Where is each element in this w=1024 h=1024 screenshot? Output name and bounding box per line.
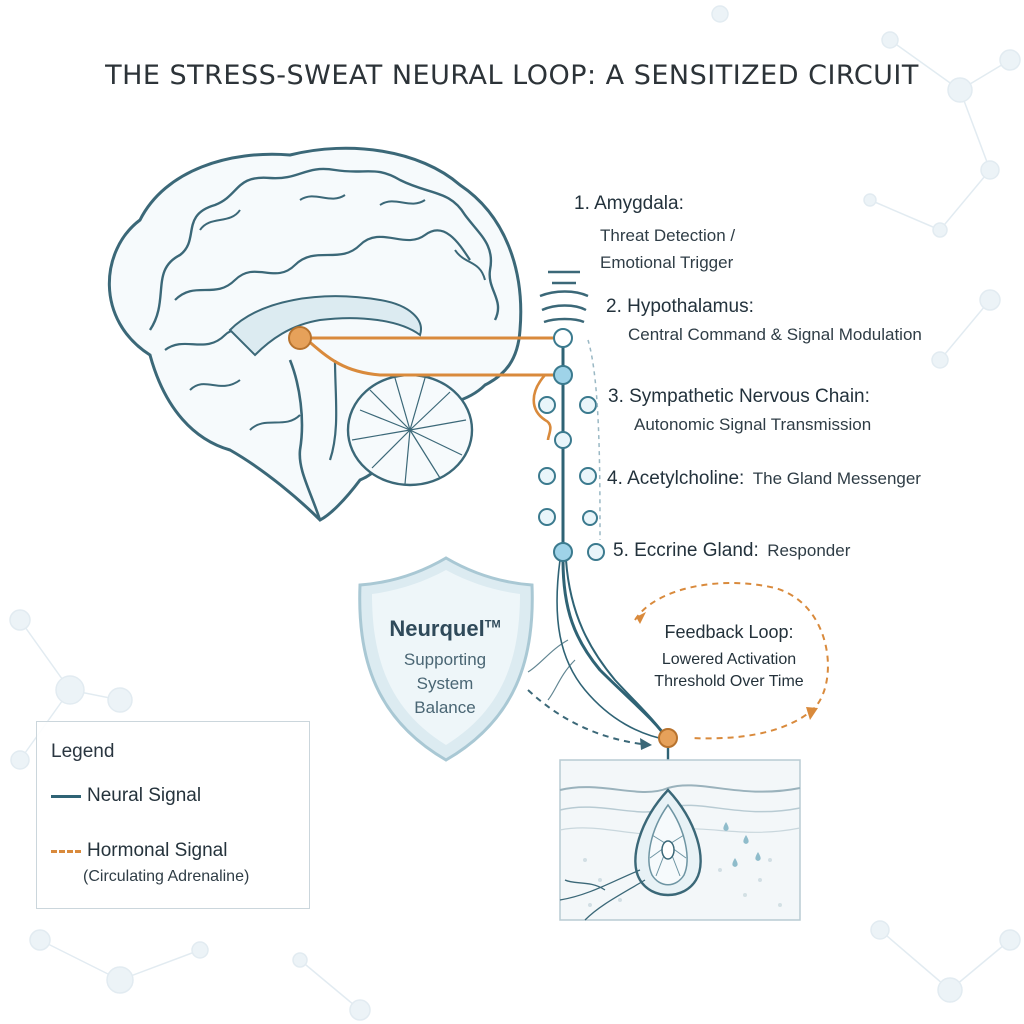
legend-hormonal-label: Hormonal Signal (87, 840, 228, 861)
tagline-line-2: System (416, 674, 474, 693)
legend-neural-label: Neural Signal (87, 785, 202, 806)
diagram-title: THE STRESS-SWEAT NEURAL LOOP: A SENSITIZ… (105, 60, 919, 91)
step-hypothalamus-title: 2. Hypothalamus: (606, 296, 754, 317)
step-acetylcholine-desc: The Gland Messenger (752, 469, 921, 488)
ganglia-nodes (538, 328, 605, 562)
hormonal-pathways (300, 336, 560, 441)
feedback-line-2: Threshold Over Time (654, 673, 804, 690)
gland-junction-node (658, 728, 678, 748)
hormonal-signal-swatch (51, 849, 81, 853)
amygdala-node (288, 326, 312, 350)
tagline-line-1: Supporting (403, 650, 487, 669)
step-amygdala: 1. Amygdala: Threat Detection / Emotiona… (574, 193, 735, 276)
feedback-loop-arrow (634, 582, 829, 740)
shield-text: NeurquelTM Supporting System Balance (352, 616, 538, 720)
step-eccrine-gland: 5. Eccrine Gland: Responder (613, 540, 850, 562)
legend-title: Legend (51, 741, 115, 762)
legend-box: Legend Neural Signal Hormonal Signal (Ci… (36, 721, 310, 909)
tagline-line-3: Balance (414, 698, 476, 717)
brain-illustration (107, 146, 523, 522)
chain-dashed-link (587, 339, 601, 541)
shield-to-gland-link (527, 689, 651, 746)
feedback-loop-label: Feedback Loop: Lowered Activation Thresh… (640, 622, 818, 693)
step-amygdala-title: 1. Amygdala: (574, 193, 684, 214)
step-hypothalamus-desc: Central Command & Signal Modulation (628, 325, 922, 344)
feedback-line-1: Lowered Activation (661, 651, 797, 668)
vertebrae (539, 270, 589, 324)
legend-neural-row: Neural Signal (51, 785, 201, 807)
legend-hormonal-note: (Circulating Adrenaline) (83, 868, 250, 885)
brand-name: Neurquel (389, 616, 485, 641)
neural-pathways (556, 338, 670, 790)
shield-tagline: Supporting System Balance (352, 648, 538, 720)
shield-brand: NeurquelTM (352, 616, 538, 642)
step-sympathetic-chain: 3. Sympathetic Nervous Chain: Autonomic … (608, 386, 871, 435)
step-eccrine-desc: Responder (767, 541, 851, 560)
step-acetylcholine-title: 4. Acetylcholine: (607, 468, 745, 489)
step-hypothalamus: 2. Hypothalamus: Central Command & Signa… (606, 296, 922, 345)
step-sympathetic-title: 3. Sympathetic Nervous Chain: (608, 386, 870, 407)
feedback-title: Feedback Loop: (664, 622, 794, 642)
neural-signal-swatch (51, 794, 81, 798)
eccrine-gland-section (559, 759, 801, 921)
legend-hormonal-row: Hormonal Signal (51, 840, 227, 862)
feedback-desc: Lowered Activation Threshold Over Time (640, 649, 818, 693)
step-amygdala-desc: Threat Detection / Emotional Trigger (600, 226, 736, 272)
step-acetylcholine: 4. Acetylcholine: The Gland Messenger (607, 468, 921, 490)
trademark-mark: TM (484, 618, 501, 631)
step-sympathetic-desc: Autonomic Signal Transmission (634, 415, 872, 434)
step-eccrine-title: 5. Eccrine Gland: (613, 540, 759, 561)
